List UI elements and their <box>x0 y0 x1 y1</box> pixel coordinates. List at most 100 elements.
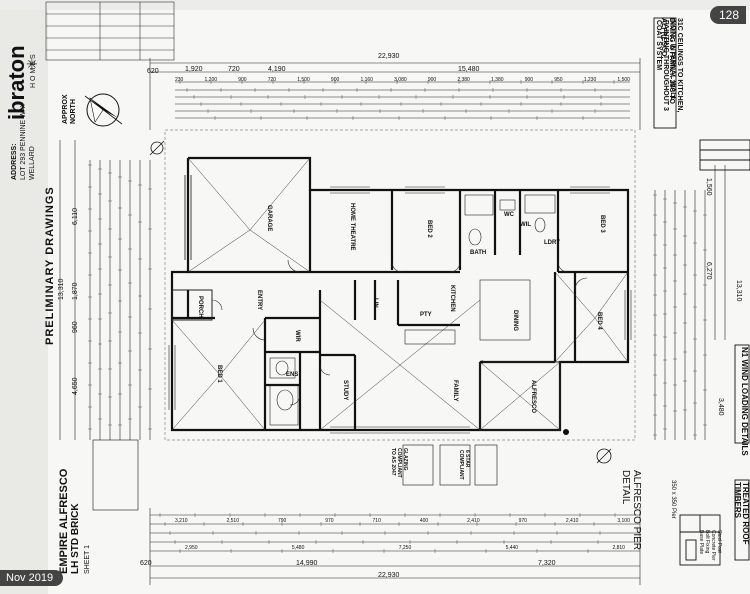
image-count: 128 <box>718 8 739 22</box>
address-line1: LOT 293 PENNINE WAY <box>20 102 27 180</box>
dim-bottom-620: 620 <box>140 560 152 567</box>
address-label: ADDRESS: <box>11 143 18 180</box>
note-pier-size: 350 x 350 Pier <box>670 480 676 519</box>
room-porch: PORCH <box>197 296 203 318</box>
dim-top-1920: 1,920 <box>185 66 203 73</box>
room-wir: WIR <box>294 330 300 342</box>
revision-table <box>45 1 175 61</box>
dim-bottom-14990: 14,990 <box>296 560 318 567</box>
pier-legend-row: Steel Post <box>716 530 722 553</box>
dim-bottom-seg-8: 2,410 <box>565 518 579 524</box>
dim-top-4190: 4,190 <box>268 66 286 73</box>
room-linen: LIN <box>372 298 378 308</box>
room-bed1: BED 1 <box>216 365 222 383</box>
note-star: 6 STAR COMPLIANT <box>458 450 470 480</box>
dim-bottom-seg-6: 2,410 <box>467 518 480 524</box>
sheet-number: SHEET 1 <box>84 544 91 574</box>
dim-bottom2-seg-4: 2,810 <box>612 545 625 551</box>
dim-bottom-seg-0: 3,210 <box>175 518 188 524</box>
room-bed2: BED 2 <box>426 220 432 238</box>
note-glazing: GLAZING COMPLIANT TO AS 2047 <box>390 448 408 478</box>
image-count-badge: 128 <box>709 6 746 24</box>
dim-top-seg-4: 1,500 <box>297 77 310 83</box>
note-pier: ALFRESCO PIER DETAIL <box>620 470 642 551</box>
dim-top-seg-3: 720 <box>267 77 277 83</box>
dim-bottom-seg-7: 970 <box>518 518 527 524</box>
preliminary-drawings: PRELIMINARY DRAWINGS <box>44 186 56 345</box>
dim-bottom-seg-3: 970 <box>325 518 334 524</box>
dim-left-4650: 4,650 <box>72 377 79 395</box>
room-pantry: PTY <box>420 312 432 318</box>
dim-top-15480: 15,480 <box>458 66 480 73</box>
dim-bottom-overall: 22,930 <box>378 572 400 579</box>
dim-bottom-seg-1: 2,510 <box>226 518 239 524</box>
room-bed4: BED 4 <box>596 312 602 330</box>
room-family: FAMILY <box>452 380 458 402</box>
dim-top-overall: 22,930 <box>378 53 400 60</box>
room-wc: WC <box>504 212 514 218</box>
timbers-box <box>734 479 750 561</box>
note-timbers: TREATED ROOF TIMBERS <box>733 482 750 545</box>
date-badge: Nov 2019 <box>0 570 64 586</box>
dim-left-1870: 1,870 <box>72 282 79 300</box>
dim-top-720: 720 <box>228 66 240 73</box>
room-ensuite: ENS <box>286 372 299 378</box>
dim-left-depth: 13,310 <box>58 278 65 300</box>
room-wil: WIL <box>520 222 531 228</box>
north-label: APPROX NORTH <box>62 94 77 124</box>
dim-top-seg-14: 1,500 <box>617 77 630 83</box>
address-line2: WELLARD <box>29 146 36 180</box>
dim-bottom-seg-2: 790 <box>277 518 287 524</box>
dim-bottom2-seg-3: 5,440 <box>505 545 519 551</box>
design-variant: LH STD BRICK <box>70 503 81 574</box>
pier-legend-row: Concrete Pier <box>710 530 716 561</box>
room-study: STUDY <box>342 380 348 401</box>
dim-top-seg-5: 900 <box>330 77 340 83</box>
dim-top-seg-1: 1,200 <box>204 77 218 83</box>
north-arrow <box>84 93 123 127</box>
brand-star-icon: ✳ <box>26 56 38 72</box>
dim-bottom-seg-9: 3,100 <box>617 518 630 524</box>
dim-bottom2-seg-0: 2,950 <box>185 545 198 551</box>
dim-top-seg-13: 1,230 <box>583 77 597 83</box>
note-wind: N1 WIND LOADING DETAILS <box>740 347 749 456</box>
dim-bottom-seg-5: 400 <box>419 518 429 524</box>
dim-top-seg-2: 900 <box>238 77 247 83</box>
dim-bottom2-seg-2: 7,250 <box>398 545 412 551</box>
room-ldry: LDRY <box>544 240 561 246</box>
dim-top-620: 620 <box>147 68 159 75</box>
room-dining: DINING <box>512 310 518 331</box>
address-block: ADDRESS: LOT 293 PENNINE WAY WELLARD <box>10 103 37 180</box>
room-entry: ENTRY <box>256 290 262 311</box>
dim-right-6270: 6,270 <box>705 262 712 280</box>
room-kitchen: KITCHEN <box>449 285 455 312</box>
dim-bottom-7320: 7,320 <box>538 560 556 567</box>
dim-bottom-row2: 2,950 5,480 7,250 5,440 2,810 <box>185 545 625 551</box>
title-block: EMPIRE ALFRESCO LH STD BRICK SHEET 1 <box>58 469 94 574</box>
dim-top-seg-11: 900 <box>524 77 534 83</box>
wind-box <box>734 344 750 444</box>
painting-note-box <box>653 17 677 129</box>
dim-left-6110: 6,110 <box>72 208 79 225</box>
date-text: Nov 2019 <box>6 572 54 584</box>
dim-bottom2-seg-1: 5,480 <box>291 545 305 551</box>
dim-top-seg-7: 3,080 <box>394 77 407 83</box>
dim-top-seg-8: 900 <box>427 77 437 83</box>
dim-top-seg-0: 230 <box>175 77 184 83</box>
design-name: EMPIRE ALFRESCO <box>58 468 70 574</box>
dim-top-seg-9: 2,380 <box>457 77 470 83</box>
room-bed3: BED 3 <box>599 215 605 233</box>
room-alfresco: ALFRESCO <box>530 380 536 413</box>
room-home-theatre: HOME THEATRE <box>349 203 355 251</box>
note-painting: NOTE: INTERNAL WALL PAINTING THROUGHOUT … <box>655 20 676 111</box>
dim-right-depth: 13,310 <box>735 280 742 302</box>
dim-top-seg-10: 1,380 <box>491 77 504 83</box>
dim-top-seg-12: 950 <box>554 77 563 83</box>
room-bath: BATH <box>470 250 487 256</box>
room-garage: GARAGE <box>266 205 272 232</box>
